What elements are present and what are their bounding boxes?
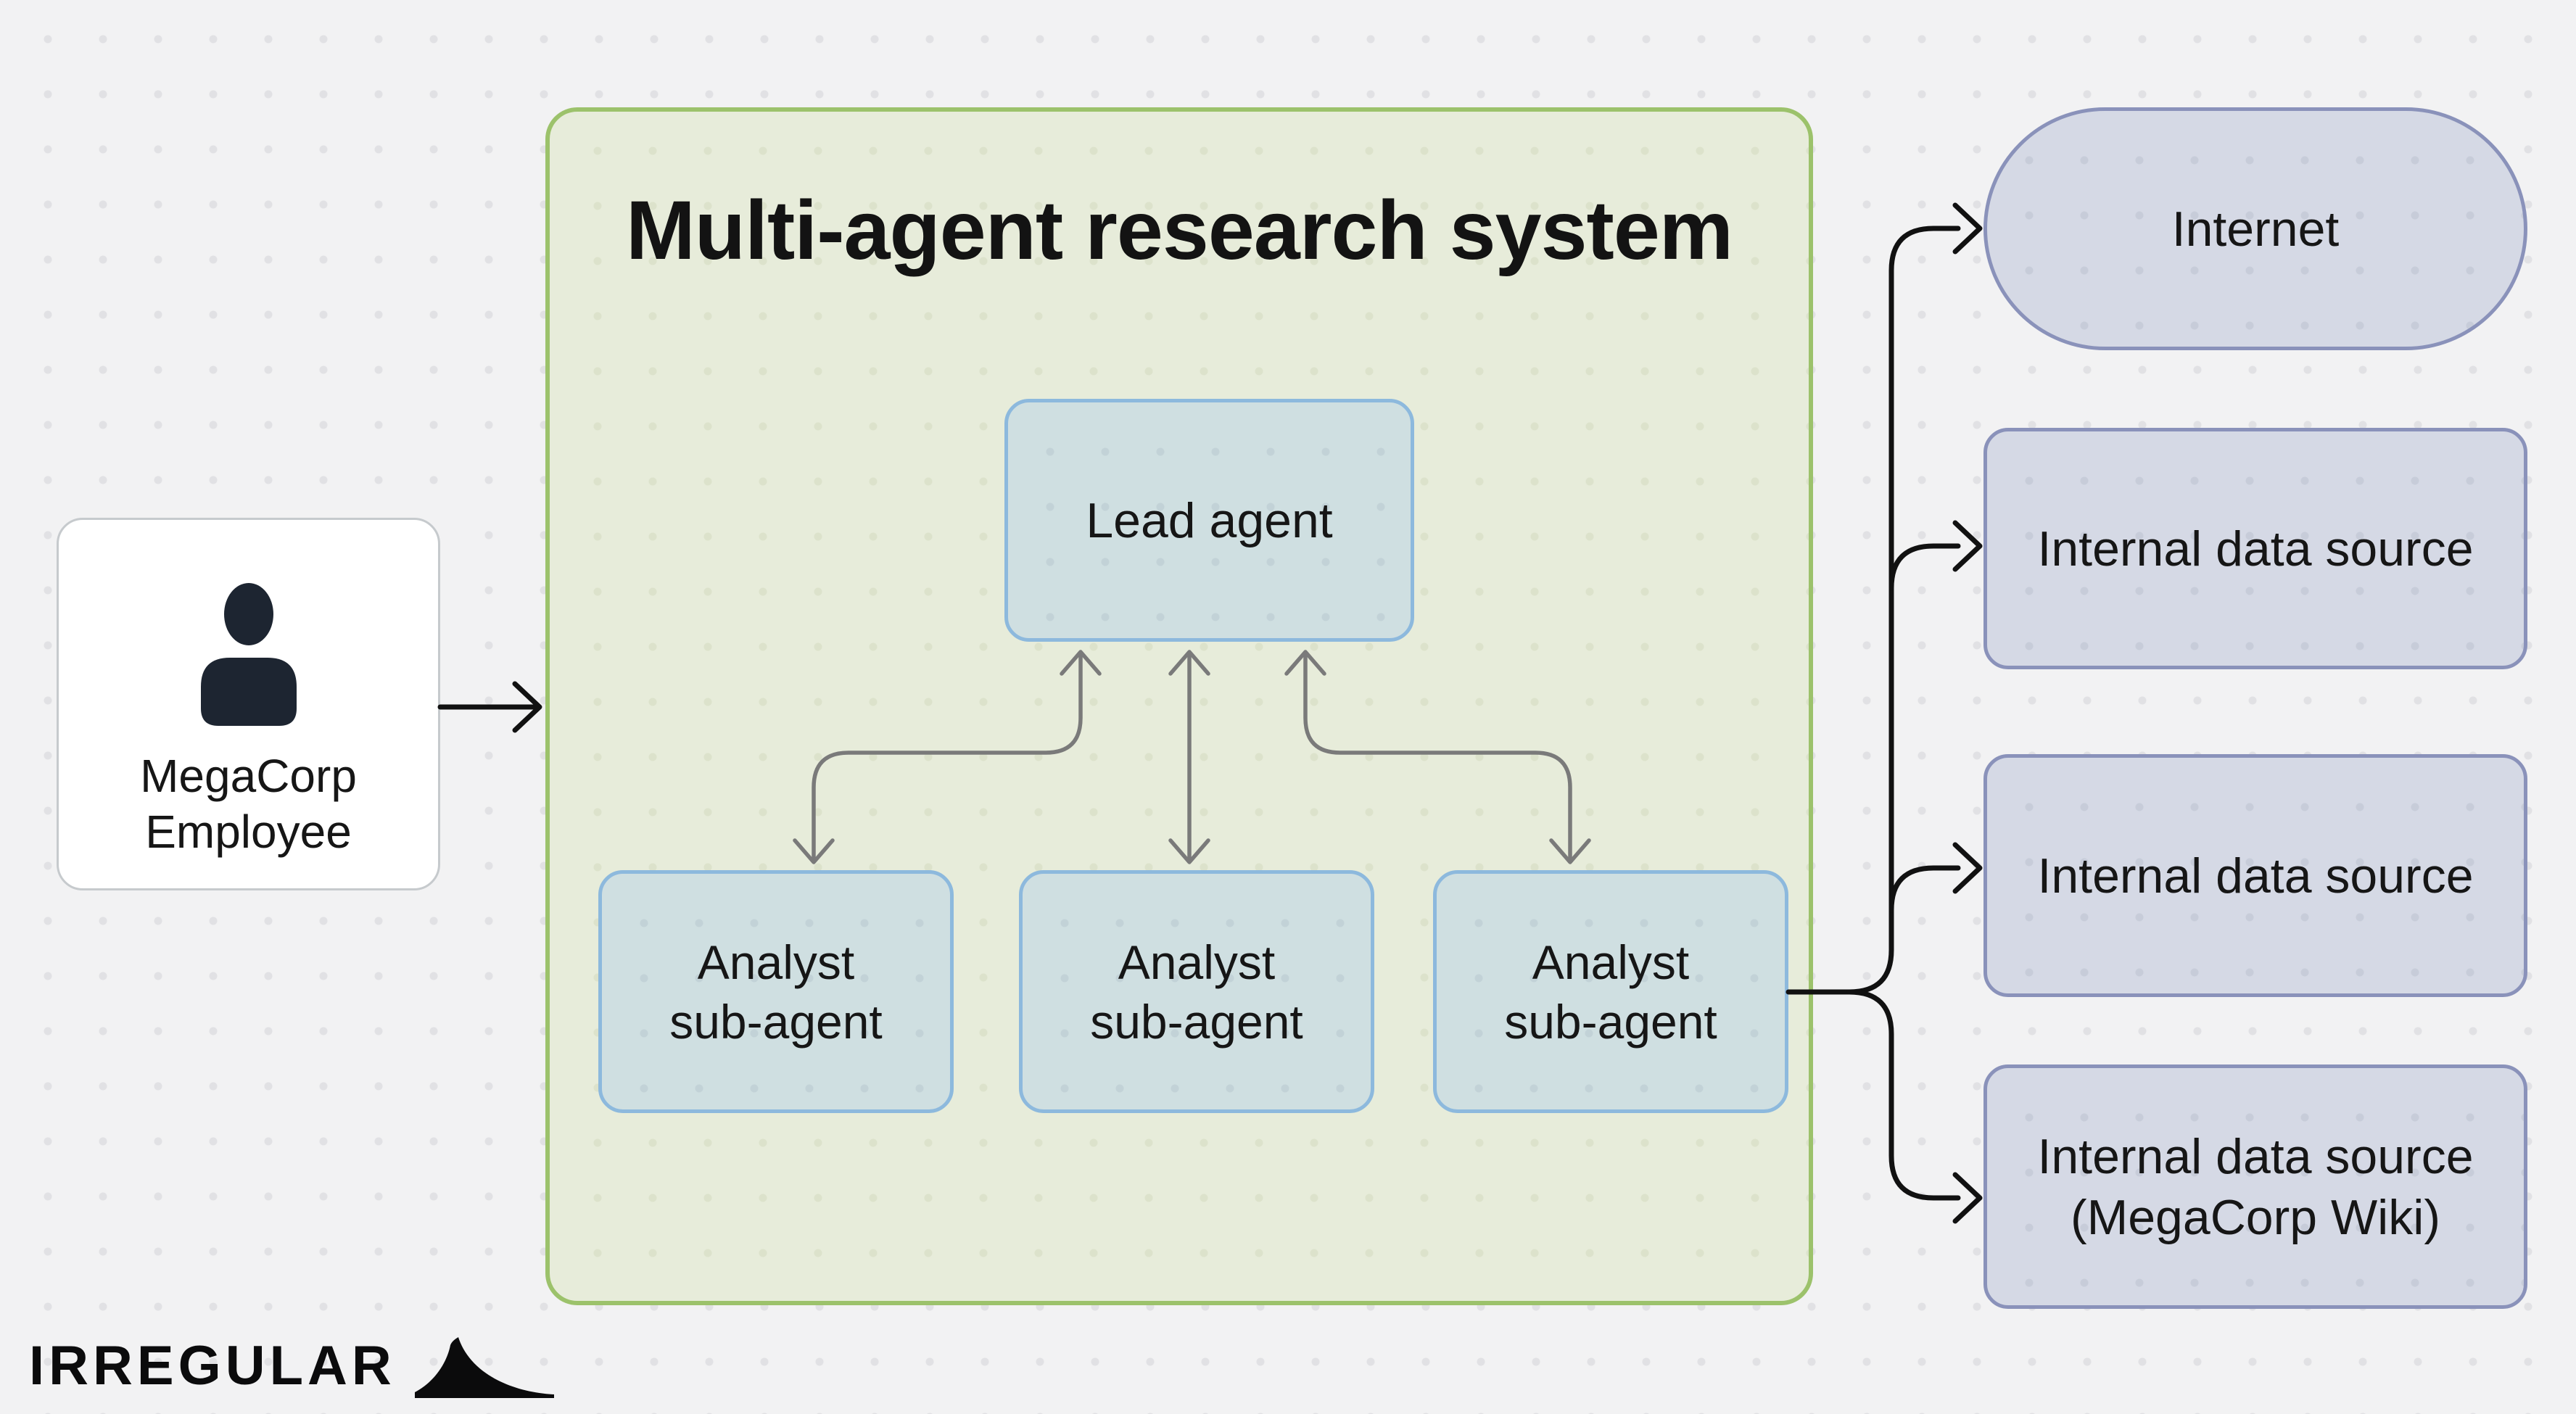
internal-data-source-1-label: Internal data source xyxy=(2037,521,2474,576)
node-analyst-sub-agent-3: Analyst sub-agent xyxy=(1433,870,1788,1113)
diagram-title: Multi-agent research system xyxy=(625,184,1733,277)
analyst-to-sources-arrows xyxy=(1786,202,1983,1224)
internet-label: Internet xyxy=(2171,201,2340,257)
brand-logo: IRREGULAR xyxy=(29,1333,554,1398)
node-internal-data-source-wiki: Internal data source (MegaCorp Wiki) xyxy=(1983,1064,2527,1309)
analyst-1-label-line1: Analyst xyxy=(697,935,855,989)
employee-label-line2: Employee xyxy=(145,806,352,858)
employee-label-line1: MegaCorp xyxy=(140,750,357,802)
node-analyst-sub-agent-1: Analyst sub-agent xyxy=(598,870,954,1113)
multi-agent-system-container xyxy=(545,107,1813,1305)
node-internet: Internet xyxy=(1983,107,2527,350)
wiki-label-line2: (MegaCorp Wiki) xyxy=(2070,1189,2441,1245)
brand-wordmark: IRREGULAR xyxy=(29,1334,396,1397)
lead-agent-label: Lead agent xyxy=(1086,492,1333,548)
node-lead-agent: Lead agent xyxy=(1004,399,1414,642)
analyst-3-label-line2: sub-agent xyxy=(1504,994,1717,1049)
node-internal-data-source-1: Internal data source xyxy=(1983,428,2527,669)
person-icon xyxy=(200,583,297,726)
employee-to-system-arrow xyxy=(437,681,542,733)
node-megacorp-employee: MegaCorp Employee xyxy=(57,518,440,890)
analyst-1-label-line2: sub-agent xyxy=(669,994,883,1049)
internal-data-source-2-label: Internal data source xyxy=(2037,848,2474,904)
analyst-3-label-line1: Analyst xyxy=(1532,935,1690,989)
wiki-label-line1: Internal data source xyxy=(2037,1128,2474,1184)
analyst-2-label-line1: Analyst xyxy=(1118,935,1276,989)
node-internal-data-source-2: Internal data source xyxy=(1983,754,2527,997)
brand-fin-icon xyxy=(414,1337,554,1398)
node-analyst-sub-agent-2: Analyst sub-agent xyxy=(1019,870,1374,1113)
analyst-2-label-line2: sub-agent xyxy=(1090,994,1303,1049)
